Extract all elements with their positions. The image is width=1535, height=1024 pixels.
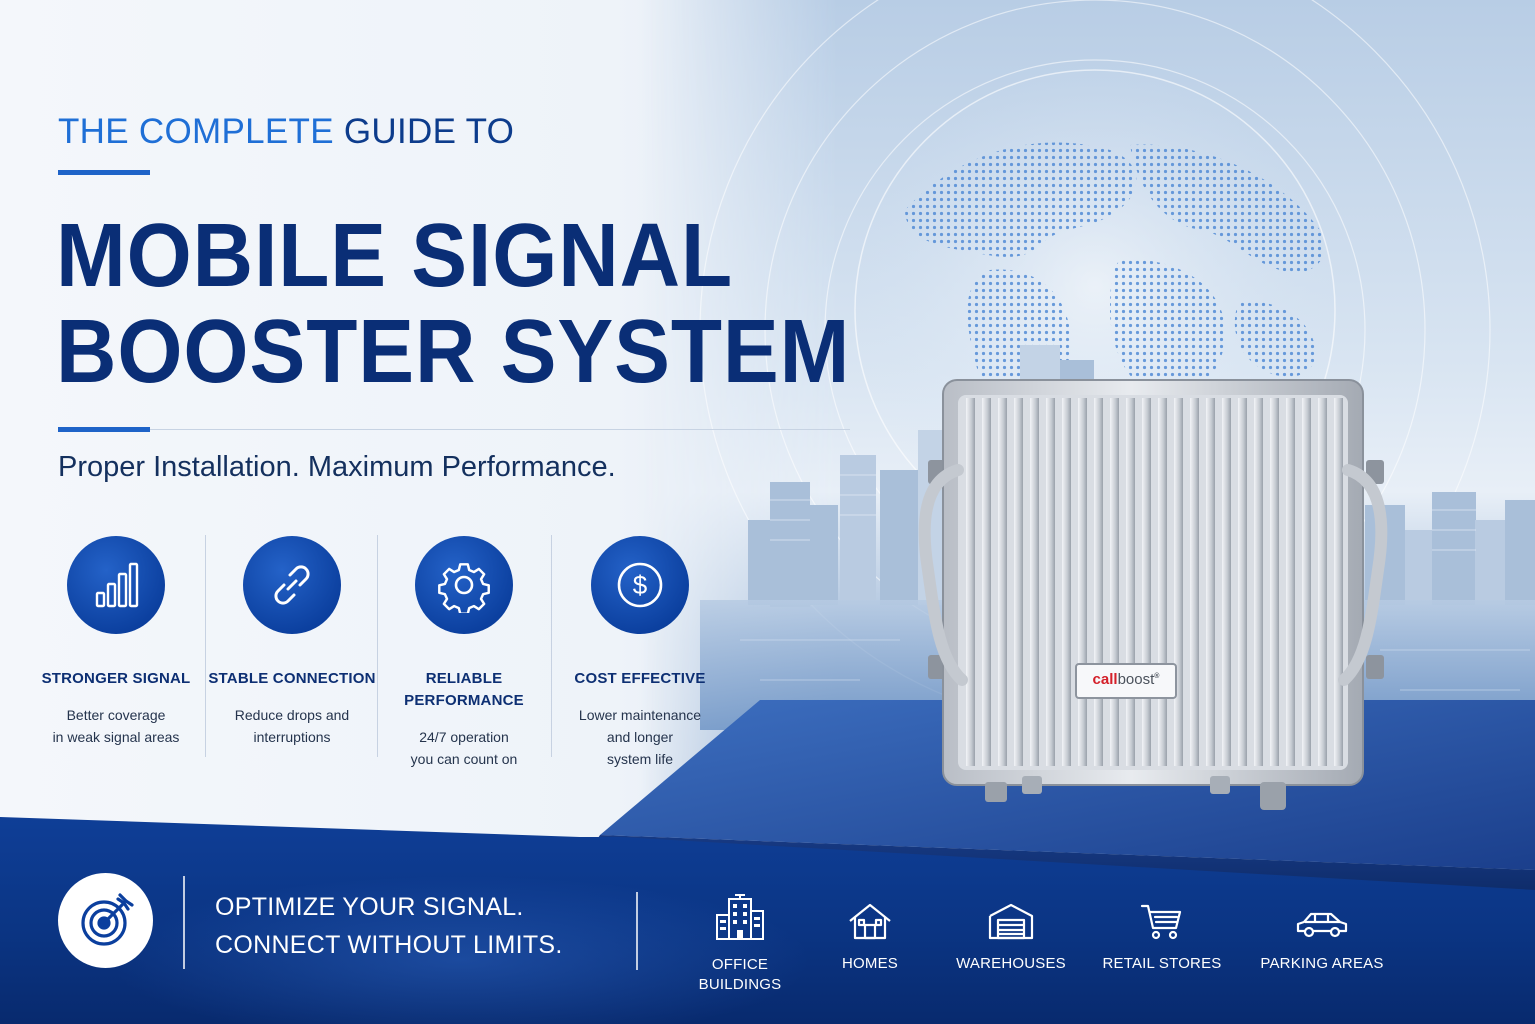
skyline-windows bbox=[770, 474, 1476, 551]
feature-reliable-performance: RELIABLE PERFORMANCE 24/7 operation you … bbox=[378, 533, 550, 770]
warehouse-icon bbox=[988, 903, 1034, 940]
use-case-label: RETAIL STORES bbox=[1102, 955, 1222, 972]
feature-description: 24/7 operation you can count on bbox=[378, 726, 550, 770]
feature-icon-circle bbox=[243, 536, 341, 634]
headline-line-2: BOOSTER SYSTEM bbox=[56, 302, 851, 402]
feature-stronger-signal: STRONGER SIGNAL Better coverage in weak … bbox=[30, 533, 202, 748]
use-case-label: OFFICE bbox=[711, 956, 769, 973]
feature-desc-line: you can count on bbox=[410, 751, 518, 767]
feature-title-line: PERFORMANCE bbox=[404, 692, 524, 709]
eyebrow-title: THE COMPLETE GUIDE TO bbox=[58, 112, 514, 152]
feature-desc-line: Reduce drops and bbox=[234, 707, 350, 723]
feature-desc-line: system life bbox=[606, 751, 674, 767]
accent-rule-bottom bbox=[58, 427, 150, 432]
car-icon bbox=[1296, 912, 1348, 938]
feature-cost-effective: $ COST EFFECTIVE Lower maintenance and l… bbox=[554, 533, 726, 770]
feature-desc-line: 24/7 operation bbox=[419, 729, 509, 745]
shopping-cart-icon bbox=[1140, 904, 1182, 940]
link-icon bbox=[274, 565, 310, 605]
office-building-icon bbox=[716, 894, 764, 940]
feature-description: Better coverage in weak signal areas bbox=[30, 704, 202, 748]
use-case-label: WAREHOUSES bbox=[956, 955, 1066, 972]
accent-rule-top bbox=[58, 170, 150, 175]
footer-divider-right bbox=[636, 892, 638, 970]
feature-icon-circle bbox=[67, 536, 165, 634]
feature-desc-line: in weak signal areas bbox=[52, 729, 180, 745]
dollar-icon: $ bbox=[617, 562, 663, 608]
booster-brand-label: callboost® bbox=[1080, 671, 1172, 688]
brand-boost: boost bbox=[1117, 671, 1155, 688]
use-case-retail-stores: RETAIL STORES bbox=[1100, 902, 1224, 974]
use-case-label: PARKING AREAS bbox=[1260, 955, 1384, 972]
use-case-label: HOMES bbox=[841, 955, 898, 972]
feature-desc-line: Better coverage bbox=[66, 707, 166, 723]
signal-booster-unit bbox=[918, 379, 1388, 810]
feature-icon-circle bbox=[415, 536, 513, 634]
tagline-line-1: OPTIMIZE YOUR SIGNAL. bbox=[215, 893, 524, 921]
brand-registered-mark: ® bbox=[1154, 673, 1160, 680]
svg-text:$: $ bbox=[633, 570, 648, 600]
use-case-homes: HOMES bbox=[820, 902, 920, 974]
footer-tagline: OPTIMIZE YOUR SIGNAL. CONNECT WITHOUT LI… bbox=[215, 888, 563, 964]
target-arrow-icon bbox=[80, 892, 134, 946]
feature-desc-line: and longer bbox=[606, 729, 674, 745]
feature-list: STRONGER SIGNAL Better coverage in weak … bbox=[30, 533, 730, 767]
use-case-label: BUILDINGS bbox=[698, 976, 782, 993]
subtitle: Proper Installation. Maximum Performance… bbox=[58, 451, 616, 483]
feature-desc-line: interruptions bbox=[253, 729, 331, 745]
feature-description: Reduce drops and interruptions bbox=[206, 704, 378, 748]
feature-icon-circle: $ bbox=[591, 536, 689, 634]
target-icon-circle bbox=[58, 873, 153, 968]
signal-bars-icon bbox=[95, 562, 139, 608]
feature-title: STABLE CONNECTION bbox=[208, 670, 376, 687]
feature-divider bbox=[377, 535, 378, 757]
feature-desc-line: Lower maintenance bbox=[578, 707, 702, 723]
use-case-office-buildings: OFFICE BUILDINGS bbox=[680, 893, 800, 995]
feature-title-line: RELIABLE bbox=[425, 670, 503, 687]
gear-icon bbox=[438, 563, 490, 613]
feature-divider bbox=[205, 535, 206, 757]
water-ripples bbox=[740, 639, 1530, 691]
feature-divider bbox=[551, 535, 552, 757]
city-skyline bbox=[748, 345, 1535, 607]
eyebrow-rest: GUIDE TO bbox=[333, 112, 515, 151]
footer-divider-left bbox=[183, 876, 185, 969]
use-case-warehouses: WAREHOUSES bbox=[950, 902, 1072, 974]
feature-title: STRONGER SIGNAL bbox=[41, 670, 191, 687]
main-headline: MOBILE SIGNAL BOOSTER SYSTEM bbox=[56, 208, 850, 400]
headline-line-1: MOBILE SIGNAL bbox=[56, 206, 734, 306]
use-case-parking-areas: PARKING AREAS bbox=[1256, 909, 1388, 974]
feature-stable-connection: STABLE CONNECTION Reduce drops and inter… bbox=[206, 533, 378, 748]
tagline-line-2: CONNECT WITHOUT LIMITS. bbox=[215, 931, 563, 959]
divider-line bbox=[150, 429, 850, 430]
brand-call: call bbox=[1092, 671, 1118, 688]
home-icon bbox=[849, 903, 891, 940]
feature-title: RELIABLE PERFORMANCE bbox=[378, 668, 550, 712]
feature-title: COST EFFECTIVE bbox=[574, 670, 706, 687]
eyebrow-accent: THE COMPLETE bbox=[58, 112, 334, 151]
feature-description: Lower maintenance and longer system life bbox=[554, 704, 726, 770]
